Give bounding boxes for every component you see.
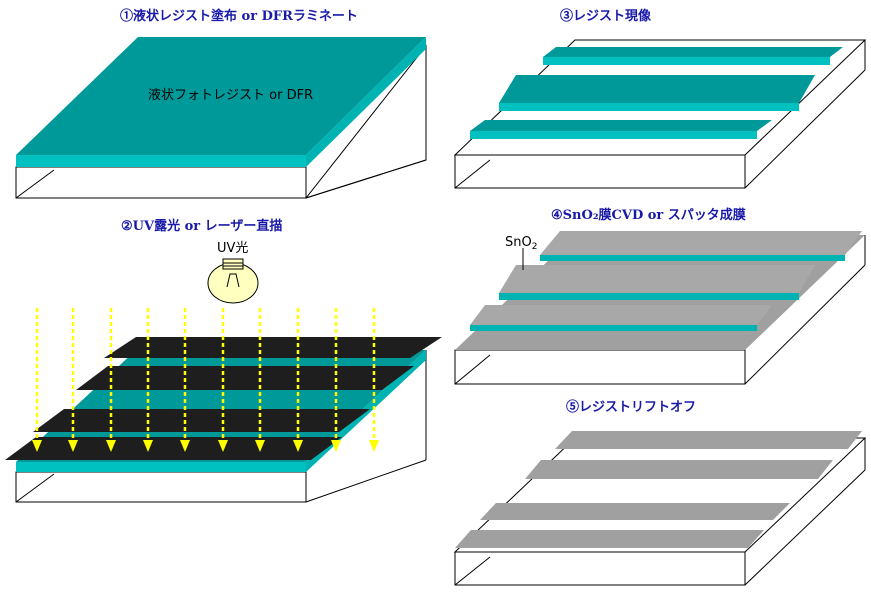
uv-arrow [369,308,379,452]
sno2-label: SnO2 [505,235,537,252]
uv-light-label: UV光 [217,241,248,256]
step3-title: ③レジスト現像 [560,8,652,24]
uv-arrow [32,308,42,452]
step4-film-strips [470,231,862,331]
uv-arrow [68,308,78,452]
uv-arrow [331,308,341,452]
uv-arrow [106,308,116,452]
resist-label: 液状フォトレジスト or DFR [148,88,313,103]
uv-arrow [180,308,190,452]
uv-arrow [293,308,303,452]
step4-title: ④SnO₂膜CVD or スパッタ成膜 [551,207,746,223]
uv-arrow [218,308,228,452]
uv-arrow [255,308,265,452]
step1-resist-layer [16,37,426,167]
step5-sno2-pattern [455,431,862,548]
light-bulb-icon [207,258,259,304]
step5-title: ⑤レジストリフトオフ [566,399,696,415]
photomask-strips [5,337,442,460]
step1-title: ①液状レジスト塗布 or DFRラミネート [120,8,358,24]
step1-substrate [15,44,427,199]
uv-arrows [32,308,379,452]
step3-resist-strips [470,47,843,139]
step2-title: ②UV露光 or レーザー直描 [121,218,282,234]
uv-arrow [143,308,153,452]
